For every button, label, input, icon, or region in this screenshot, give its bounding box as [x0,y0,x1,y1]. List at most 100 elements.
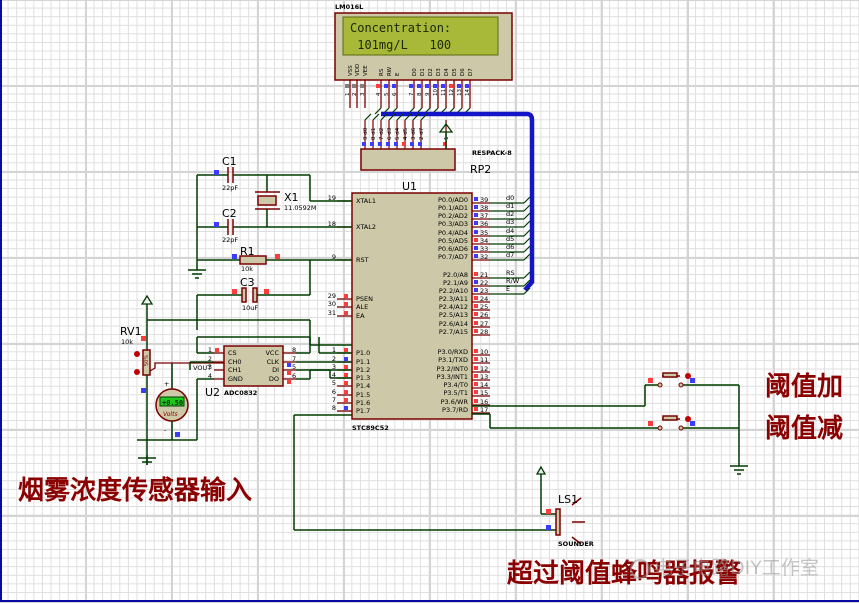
lcd-pin-name: VDD [355,64,361,76]
u1-pin-name: RST [356,256,369,264]
u1-pin-name: P1.7 [356,407,370,415]
u1-body [351,192,473,420]
buzzer-wire [293,414,556,531]
u1-pin-number: 33 [480,245,488,253]
lcd-pin-name: D4 [444,68,450,76]
r1-ref: R1 [240,245,255,258]
u1-pin-name: P2.3/A11 [439,295,468,303]
u1-pin-number: 13 [480,373,488,381]
lcd-pin-number: 8 [417,92,423,96]
u1-pin-number: 10 [480,348,488,356]
u1-pin-name: P1.4 [356,382,370,390]
lcd-pins: VSS1VDD2VEE3RS4RW5E6D07D18D29D310D411D51… [345,64,474,108]
u2-pin-name: CS [228,349,237,357]
u1-pin-number: 25 [480,303,488,311]
u1-net-label: d4 [506,227,514,235]
u1-pin-name: P2.4/A12 [439,303,468,311]
rp2-pin-label: 7 d2 [379,128,385,140]
c2-ref: C2 [222,207,237,220]
u1-pin-number: 38 [480,204,488,212]
lcd-pin-number: 11 [441,89,447,96]
voltmeter-reading: +0.50 [162,399,183,407]
rp2-part: RESPACK-8 [472,149,512,157]
u1-pin-name: P1.5 [356,391,370,399]
rp2-pin-label: 1 [444,137,450,141]
x1-value: 11.0592M [284,204,317,212]
label-buzzer-alarm: 超过阈值蜂鸣器报警 [507,559,742,589]
u1-net-label: d1 [506,202,514,210]
c1-ref: C1 [222,155,237,168]
button-threshold-down[interactable] [472,413,739,431]
u1-pin-number: 7 [332,396,336,404]
potentiometer-rv1[interactable]: RV1 10k 50% [120,325,240,465]
u2-pin-name: DI [272,366,279,374]
u1-pin-name: XTAL2 [356,223,376,231]
label-threshold-down: 阈值减 [765,414,844,444]
u1-pin-number: 29 [328,292,336,300]
u1-ref: U1 [402,180,417,193]
lcd-lm016l[interactable]: LM016L Concentration: 101mg/L 100 VSS1VD… [334,3,513,108]
u1-pin-number: 12 [480,365,488,373]
u1-pin-name: P3.6/WR [441,398,469,406]
watermark: 电子电路DIY工作室 [630,553,819,580]
u1-net-label: E [506,285,510,293]
rp2-pin-label: 9 d0 [363,127,369,140]
u1-net-label: d6 [506,243,514,251]
lcd-part-label: LM016L [335,3,363,11]
lcd-pin-number: 5 [384,92,390,96]
u1-pin-number: 11 [480,356,488,364]
rp2-pin-label: 5 d4 [395,127,401,140]
u1-pin-name: P3.4/T0 [443,381,468,389]
u1-pin-name: P0.3/AD3 [438,220,468,228]
c1-value: 22pF [222,184,238,192]
rv1-ref: RV1 [120,325,142,338]
u2-body [223,345,284,387]
u1-pin-name: P2.0/A8 [443,271,468,279]
u1-pin-name: P3.2/INT0 [437,365,468,373]
lcd-pin-name: D2 [428,68,434,76]
u1-pin-name: P1.1 [356,358,370,366]
lcd-pin-name: D5 [452,68,458,76]
rv1-decrease-icon[interactable] [134,369,140,375]
u2-pin-name: CH1 [228,366,242,374]
u1-pin-number: 5 [332,379,336,387]
voltmeter: + +0.50 Volts - [155,363,189,440]
ls1-power-arrow-icon [535,465,547,475]
u1-pin-number: 36 [480,220,488,228]
rv1-increase-icon[interactable] [134,351,140,357]
u1-net-label: d3 [506,218,514,226]
lcd-pin-number: 4 [376,92,382,96]
u1-pin-number: 14 [480,381,488,389]
u2-pin-number: 3 [208,363,212,371]
u1-pin-number: 27 [480,320,488,328]
u1-part: STC89C52 [352,424,389,432]
button-threshold-up[interactable] [472,372,739,407]
c2-value: 22pF [222,236,238,244]
u1-pin-name: P0.7/AD7 [438,253,468,261]
sheet-border-left [0,0,2,601]
rp2-body [360,148,456,171]
wechat-icon [630,558,650,579]
u1-pin-name: ALE [356,303,368,311]
u1-pin-name: P0.4/AD4 [438,229,468,237]
u1-pin-number: 15 [480,389,488,397]
u1-pin-number: 8 [332,404,336,412]
u1-pin-number: 21 [480,271,488,279]
lcd-pin-name: VSS [348,65,354,76]
buzzer-ls1[interactable]: LS1 SOUNDER [535,465,594,548]
u1-pin-number: 18 [328,220,336,228]
u1-pin-name: PSEN [356,295,373,303]
u1-pin-number: 17 [480,406,488,414]
button-ground [730,385,748,475]
voltmeter-plus: + [164,380,169,388]
u1-pin-name: P2.7/A15 [439,328,468,336]
u1-pin-name: P1.3 [356,374,370,382]
lcd-line-2: 101mg/L 100 [350,38,451,52]
label-sensor-input: 烟雾浓度传感器输入 [18,476,253,506]
